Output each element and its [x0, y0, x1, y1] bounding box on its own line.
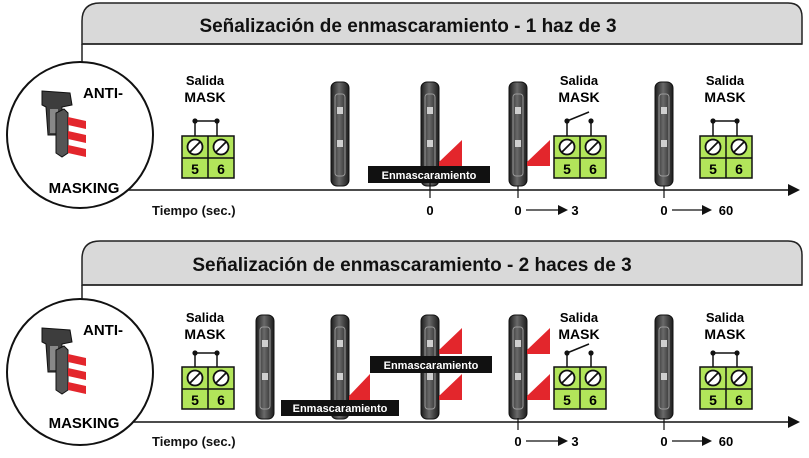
terminal-6: 6 [735, 392, 743, 408]
terminal-6: 6 [735, 161, 743, 177]
detector [508, 81, 528, 187]
detector [654, 81, 674, 187]
anti-masking-badge-1: ANTI- MASKING [6, 61, 154, 209]
terminal-5: 5 [563, 161, 571, 177]
masking-object [439, 328, 462, 354]
panel-2: Señalización de enmascaramiento - 2 hace… [6, 240, 803, 449]
masking-object [527, 328, 550, 354]
time-axis-arrow-2 [788, 416, 800, 428]
mask-output-2-3: Salida MASK 5 6 [699, 310, 753, 410]
terminal-6: 6 [589, 392, 597, 408]
mask-label: MASK [558, 89, 599, 105]
salida-label: Salida [706, 310, 745, 325]
salida-label: Salida [560, 73, 599, 88]
mask-label: MASK [704, 326, 745, 342]
mask-label: MASK [704, 89, 745, 105]
mask-output-2-1: Salida MASK 5 6 [181, 310, 235, 410]
masking-object [439, 374, 462, 400]
svg-text:Enmascaramiento: Enmascaramiento [293, 403, 388, 415]
masking-object [527, 140, 550, 166]
tick-end: 3 [571, 203, 578, 218]
masking-label-2a: Enmascaramiento [281, 400, 399, 416]
badge-line1: ANTI- [83, 322, 123, 339]
detector [508, 314, 528, 420]
masking-label-2b: Enmascaramiento [370, 356, 492, 373]
panel-2-title: Señalización de enmascaramiento - 2 hace… [192, 255, 631, 276]
terminal-6: 6 [589, 161, 597, 177]
contact-open [566, 111, 590, 122]
salida-label: Salida [560, 310, 599, 325]
terminal-6: 6 [217, 161, 225, 177]
terminal-5: 5 [563, 392, 571, 408]
tick-start: 0 [660, 434, 667, 449]
terminal-5: 5 [709, 392, 717, 408]
terminal-6: 6 [217, 392, 225, 408]
time-label-2: Tiempo (sec.) [152, 434, 236, 449]
tick-start: 0 [514, 434, 521, 449]
salida-label: Salida [706, 73, 745, 88]
badge-line2: MASKING [49, 415, 120, 432]
tick-start: 0 [660, 203, 667, 218]
badge-line2: MASKING [49, 180, 120, 197]
svg-text:Enmascaramiento: Enmascaramiento [384, 360, 479, 372]
mask-label: MASK [558, 326, 599, 342]
mask-output-1-1: Salida MASK 5 6 [181, 73, 235, 179]
tick-end: 3 [571, 434, 578, 449]
terminal-5: 5 [191, 161, 199, 177]
panel-1-title: Señalización de enmascaramiento - 1 haz … [199, 16, 616, 37]
mask-label: MASK [184, 326, 225, 342]
terminal-5: 5 [191, 392, 199, 408]
detector [255, 314, 275, 420]
detector [330, 81, 350, 187]
masking-object [349, 374, 370, 400]
time-axis-arrow-1 [788, 184, 800, 196]
terminal-5: 5 [709, 161, 717, 177]
detector [654, 314, 674, 420]
tick-end: 60 [719, 434, 733, 449]
panel-1: Señalización de enmascaramiento - 1 haz … [6, 2, 803, 218]
time-label-1: Tiempo (sec.) [152, 203, 236, 218]
salida-label: Salida [186, 73, 225, 88]
tick-end: 60 [719, 203, 733, 218]
svg-text:Enmascaramiento: Enmascaramiento [382, 170, 477, 182]
masking-object [439, 140, 462, 166]
mask-label: MASK [184, 89, 225, 105]
salida-label: Salida [186, 310, 225, 325]
contact-open [566, 343, 590, 354]
mask-output-2-2: Salida MASK 5 6 [553, 310, 607, 410]
badge-line1: ANTI- [83, 85, 123, 102]
anti-masking-badge-2: ANTI- MASKING [6, 298, 154, 446]
mask-output-1-3: Salida MASK 5 6 [699, 73, 753, 179]
mask-output-1-2: Salida MASK 5 6 [553, 73, 607, 179]
tick-start: 0 [514, 203, 521, 218]
masking-object [527, 374, 550, 400]
masking-label-1: Enmascaramiento [368, 166, 490, 183]
tick-0: 0 [426, 203, 433, 218]
